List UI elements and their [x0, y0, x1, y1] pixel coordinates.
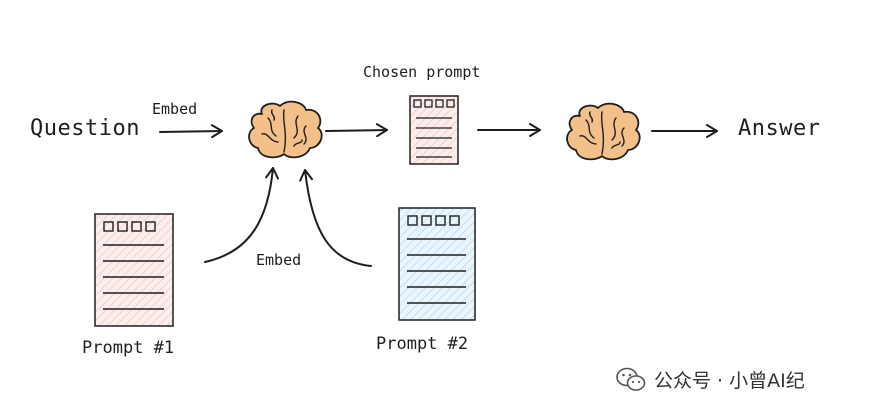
embed-label-top: Embed — [152, 100, 198, 118]
arrow-question-to-brain — [159, 124, 223, 139]
brain-icon — [566, 102, 641, 161]
watermark: 公众号 · 小曾AI纪 — [616, 366, 805, 393]
chosen-prompt-document-icon — [409, 95, 459, 165]
embed-label-bottom: Embed — [256, 251, 302, 269]
question-label: Question — [30, 116, 140, 141]
arrow-prompt1-to-brain — [204, 167, 280, 263]
arrow-brain-to-chosen-prompt — [325, 123, 388, 138]
chosen-prompt-label: Chosen prompt — [363, 63, 481, 81]
brain-icon — [248, 100, 323, 159]
arrow-prompt2-to-brain — [299, 169, 372, 267]
wechat-icon — [616, 367, 646, 393]
answer-label: Answer — [738, 116, 821, 141]
prompt2-document-icon — [398, 207, 476, 321]
prompt1-document-icon — [94, 213, 174, 327]
prompt2-label: Prompt #2 — [376, 334, 469, 354]
watermark-text: 公众号 · 小曾AI纪 — [654, 370, 805, 392]
prompt1-label: Prompt #1 — [82, 338, 175, 358]
